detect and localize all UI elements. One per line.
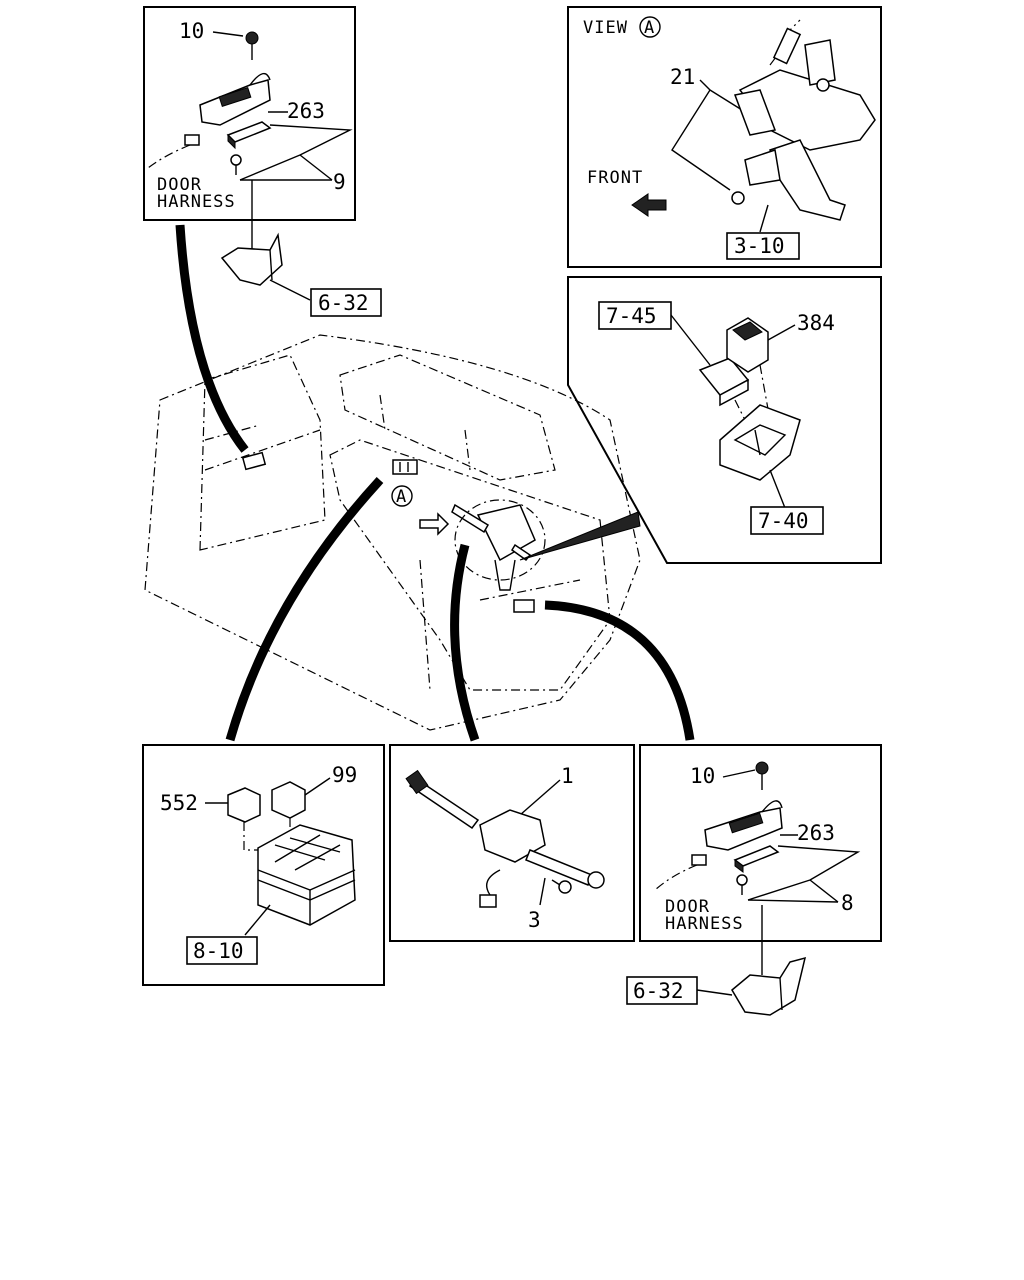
- callout-assembly-263-left: 263: [287, 99, 325, 123]
- vehicle-steering-column: [451, 499, 546, 591]
- ref-6-32-right: 6-32: [633, 979, 684, 1003]
- panel-view-a: VIEW A 21 FRONT 3-10: [567, 6, 882, 268]
- bolt-icon: [230, 154, 242, 175]
- harness-label-line1-left: DOOR: [157, 175, 202, 195]
- panel-relay-detail: 7-45 384 7-40: [567, 276, 882, 564]
- front-arrow-icon: [631, 193, 667, 217]
- relay-connector: [698, 357, 750, 407]
- ref-3-10: 3-10: [734, 234, 785, 258]
- view-a-title-marker: A: [644, 18, 655, 38]
- vehicle-switch-right-door: [513, 599, 535, 613]
- leader-curves: [175, 224, 695, 742]
- ref-7-45: 7-45: [606, 304, 657, 328]
- panel-door-switch-left: 10 263 9 DOOR HARNESS: [143, 6, 356, 221]
- callout-bracket-9: 9: [333, 170, 346, 194]
- connector-icon: [184, 134, 200, 146]
- bolt-icon-right: [736, 874, 748, 895]
- callout-switch-1: 1: [561, 764, 574, 788]
- screw-icon-combination: [551, 879, 572, 894]
- callout-assembly-263-right: 263: [797, 821, 835, 845]
- screw-icon: [245, 31, 259, 60]
- relay-552: [227, 787, 261, 823]
- nut-icon: [731, 191, 745, 205]
- callout-bracket-8: 8: [841, 891, 854, 915]
- callout-relay-384: 384: [797, 311, 835, 335]
- mounting-bracket-left: [220, 232, 283, 286]
- callout-screw-10-left: 10: [179, 19, 204, 43]
- ref-7-40: 7-40: [758, 509, 809, 533]
- direction-label-front: FRONT: [587, 168, 643, 188]
- screw-icon-right: [755, 761, 769, 790]
- fuse-relay-box: [257, 824, 356, 926]
- ref-6-32-left: 6-32: [318, 291, 369, 315]
- ref-8-10: 8-10: [193, 939, 244, 963]
- relay-99: [271, 781, 306, 819]
- vehicle-switch-left-door: [241, 451, 267, 471]
- panel-combination-switch: 1 3: [389, 744, 635, 942]
- combination-switch: [405, 769, 605, 908]
- callout-relay-99: 99: [332, 763, 357, 787]
- view-a-title: VIEW: [583, 18, 628, 38]
- window-switch-right: [704, 800, 783, 851]
- harness-label-line2-right: HARNESS: [665, 914, 744, 934]
- switch-bracket-left: [226, 121, 272, 150]
- direction-arrow-icon: [419, 512, 450, 536]
- harness-label-line2-left: HARNESS: [157, 192, 236, 212]
- relay-384: [726, 317, 769, 373]
- callout-switch-21: 21: [670, 65, 695, 89]
- window-switch-left: [199, 72, 271, 126]
- relay-mount-bracket: [719, 404, 801, 481]
- pedal-bracket: [733, 19, 876, 221]
- panel-door-switch-right: 10 263 8 DOOR HARNESS: [639, 744, 882, 942]
- harness-label-line1-right: DOOR: [665, 897, 710, 917]
- callout-relay-552: 552: [160, 791, 198, 815]
- panel-relay-block: 552 99 8-10: [142, 744, 385, 986]
- switch-bracket-right: [733, 845, 780, 873]
- vehicle-switch-center: [392, 459, 418, 475]
- callout-screw-10-right: 10: [690, 764, 715, 788]
- connector-icon-right: [691, 854, 707, 866]
- view-a-marker-letter: A: [396, 487, 407, 507]
- callout-screw-3: 3: [528, 908, 541, 932]
- mounting-bracket-right: [731, 956, 807, 1016]
- view-a-marker: A: [391, 485, 450, 536]
- vehicle-interior-outline: [144, 334, 641, 731]
